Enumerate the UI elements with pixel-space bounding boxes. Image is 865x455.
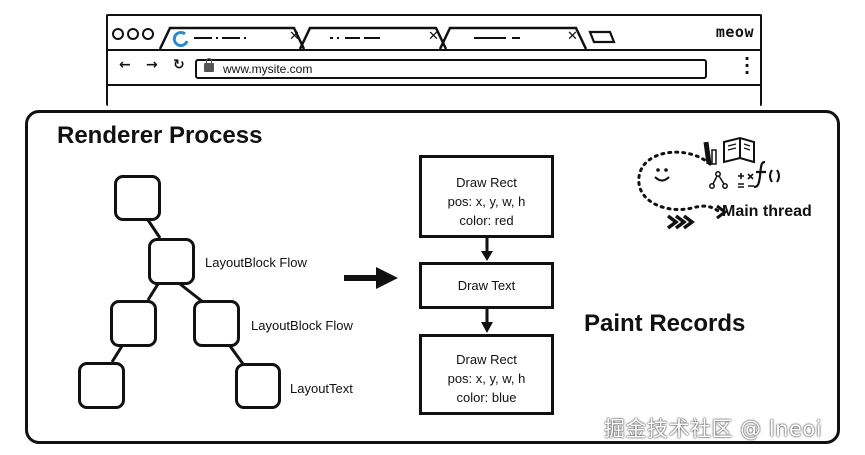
forward-arrow-icon[interactable]: →	[146, 57, 158, 73]
tab-title-placeholder	[474, 37, 520, 39]
loading-spinner-icon	[172, 30, 189, 47]
graph-node	[715, 171, 721, 177]
graph-node	[722, 183, 728, 189]
layout-node-leaf	[235, 363, 281, 409]
watermark: 掘金技术社区 @ lneoi	[604, 417, 823, 441]
dotted-path	[637, 150, 722, 214]
lock-icon	[204, 58, 214, 72]
tab-title-placeholder	[330, 37, 380, 39]
ruler-icon	[711, 149, 717, 165]
path-arrowhead	[716, 204, 728, 220]
paint-record-draw-rect: Draw Rect pos: x, y, w, h color: blue	[419, 334, 554, 415]
chevrons-icon	[666, 214, 695, 230]
tree-edge	[110, 345, 124, 363]
down-arrow-head	[481, 322, 493, 333]
browser-brand: meow	[715, 23, 754, 41]
close-tab-icon[interactable]: ✕	[567, 29, 578, 44]
layout-node	[148, 238, 195, 285]
record-line: Draw Rect	[456, 175, 517, 190]
tree-edge	[146, 219, 162, 239]
function-paren-icon	[769, 169, 780, 183]
layout-node-leaf	[78, 362, 125, 409]
main-thread-label: Main thread	[722, 203, 812, 220]
paint-record-draw-text: Draw Text	[419, 262, 554, 309]
book-icon	[723, 136, 755, 164]
browser-tab[interactable]: ✕	[438, 26, 588, 49]
tree-edge	[179, 282, 204, 304]
paint-record-draw-rect: Draw Rect pos: x, y, w, h color: red	[419, 155, 554, 238]
window-control-dot[interactable]	[142, 28, 154, 40]
layout-node-root	[114, 175, 161, 221]
back-arrow-icon[interactable]: ←	[119, 57, 131, 73]
browser-tab-active[interactable]: ✕	[158, 26, 306, 49]
record-connectors	[481, 238, 493, 333]
reload-icon[interactable]: ↻	[173, 57, 185, 73]
face-eye	[664, 168, 668, 172]
book-lines	[727, 143, 751, 151]
more-menu-icon[interactable]: ···	[744, 49, 751, 82]
window-control-dot[interactable]	[112, 28, 124, 40]
layout-node	[110, 300, 157, 347]
browser-tab[interactable]: ✕	[298, 26, 448, 49]
new-tab-button[interactable]	[588, 30, 616, 44]
record-line: color: red	[459, 213, 514, 228]
tree-edge	[228, 345, 245, 365]
main-thread-illustration	[637, 136, 780, 230]
layout-node-label: LayoutBlock Flow	[205, 255, 307, 270]
layout-node-label: LayoutBlock Flow	[251, 318, 353, 333]
right-arrow-icon	[344, 267, 398, 289]
layout-node-label: LayoutText	[290, 381, 353, 396]
tab-outline	[438, 26, 588, 49]
pencil-icon	[703, 141, 712, 165]
function-symbol-icon	[753, 160, 766, 189]
navigation-bar: ← → ↻ www.mysite.com ···	[108, 51, 760, 86]
record-line: Draw Rect	[456, 352, 517, 367]
record-line: color: blue	[456, 390, 517, 405]
paint-records-label: Paint Records	[584, 310, 746, 337]
record-line: Draw Text	[457, 278, 516, 293]
url-text: www.mysite.com	[223, 62, 313, 76]
browser-window: ✕ ✕ ✕ meow ← → ↻ www.mysite.com ···	[106, 14, 762, 106]
tab-outline	[298, 26, 448, 49]
tab-outline	[158, 26, 306, 49]
tab-title-placeholder	[194, 37, 246, 39]
tab-bar: ✕ ✕ ✕ meow	[108, 16, 760, 51]
panel-title: Renderer Process	[57, 122, 263, 149]
down-arrow-head	[481, 251, 493, 261]
face-smile	[654, 176, 670, 182]
address-bar[interactable]: www.mysite.com	[195, 58, 707, 79]
layout-node	[193, 300, 240, 347]
record-line: pos: x, y, w, h	[447, 371, 526, 386]
tree-edge	[146, 283, 160, 301]
math-symbols-icon	[738, 173, 754, 188]
close-tab-icon[interactable]: ✕	[289, 29, 300, 44]
graph-node	[709, 183, 715, 189]
close-tab-icon[interactable]: ✕	[428, 29, 439, 44]
face-eye	[656, 168, 660, 172]
record-line: pos: x, y, w, h	[447, 194, 526, 209]
window-control-dot[interactable]	[127, 28, 139, 40]
graph-edge	[712, 175, 725, 185]
